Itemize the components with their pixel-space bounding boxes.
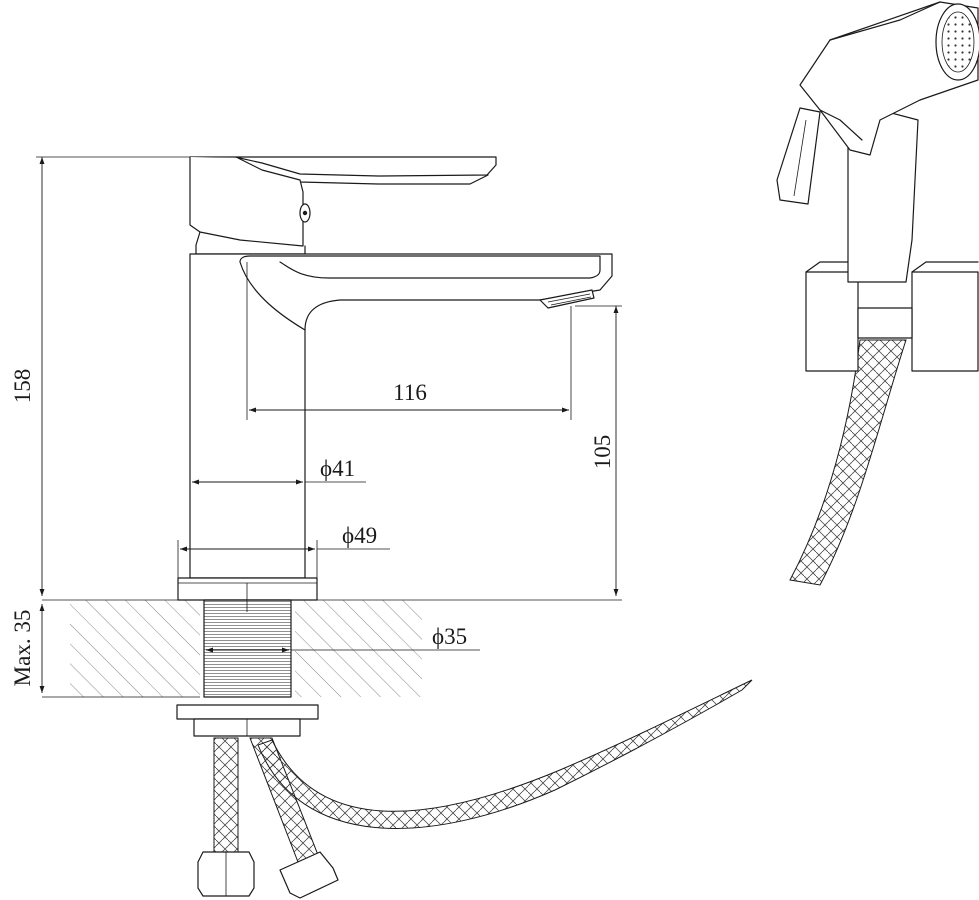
max-thickness-label: Max. 35: [10, 610, 35, 687]
dimension-lines: [36, 156, 622, 693]
body-diameter-label: ϕ41: [320, 456, 355, 481]
base-diameter-label: ϕ49: [342, 523, 377, 548]
spout-reach-label: 116: [393, 380, 427, 405]
supply-hoses: [197, 679, 753, 899]
thread-diameter-label: ϕ35: [432, 624, 467, 649]
faucet-body: [176, 156, 613, 737]
countertop-section: [42, 599, 622, 698]
height-total-label: 158: [10, 369, 35, 404]
bidet-shower-head: [776, 1, 979, 586]
spout-height-label: 105: [590, 435, 615, 470]
